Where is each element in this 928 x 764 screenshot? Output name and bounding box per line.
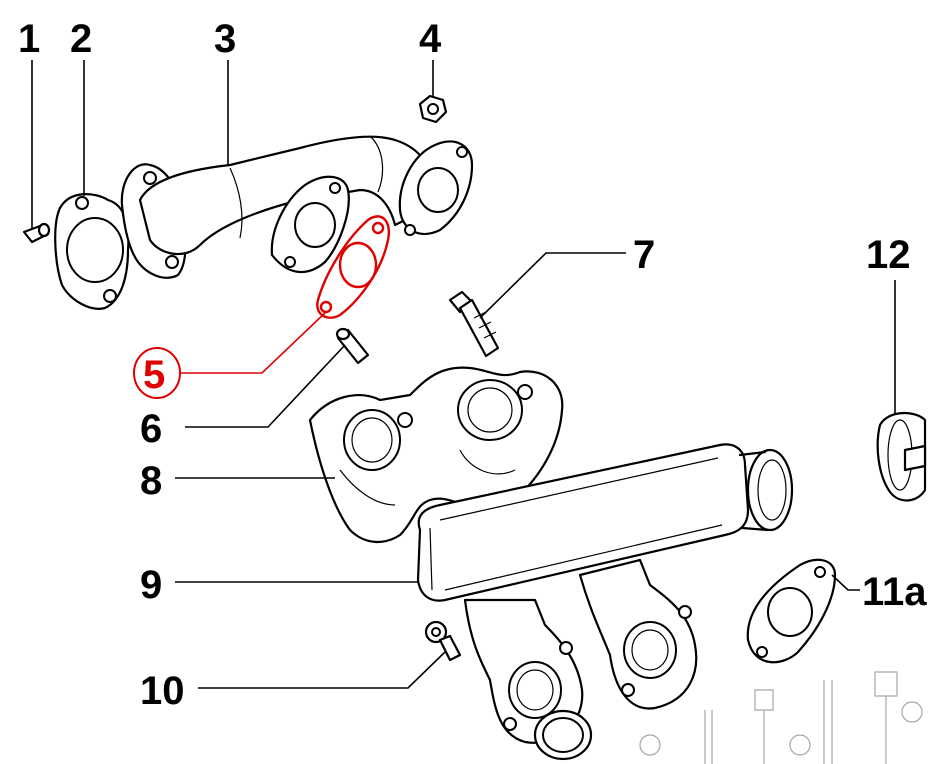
lower-manifold-outlets (463, 558, 698, 761)
callout-7: 7 (633, 233, 655, 277)
callout-11a: 11a (862, 570, 927, 614)
part-7-bolt[interactable] (448, 290, 500, 358)
part-6-dowel-pin[interactable] (335, 327, 370, 365)
callout-10: 10 (140, 669, 185, 713)
callout-12: 12 (866, 233, 911, 277)
leader-6 (185, 344, 346, 428)
callout-4: 4 (419, 17, 442, 61)
callout-8: 8 (140, 459, 162, 503)
part-2-flange-gasket[interactable] (54, 193, 130, 310)
leader-7 (479, 252, 626, 319)
callout-1: 1 (18, 17, 40, 61)
callout-9: 9 (140, 563, 162, 607)
callout-2: 2 (70, 17, 92, 61)
part-10-bolt[interactable] (424, 620, 462, 662)
part-3-exhaust-pipe[interactable] (120, 135, 474, 279)
leader-10 (198, 651, 446, 689)
part-12-clamp-ring[interactable] (876, 412, 927, 502)
callout-6: 6 (140, 407, 162, 451)
callout-5: 5 (143, 353, 165, 397)
part-4-nut[interactable] (418, 94, 448, 124)
callout-5-ring (133, 347, 181, 399)
part-11a-flange-gasket[interactable] (746, 558, 837, 664)
background-fasteners (639, 671, 923, 764)
part-1-pin[interactable] (22, 222, 51, 244)
leader-11a (831, 574, 860, 591)
part-9-cooler-tube[interactable] (416, 443, 794, 602)
callout-3: 3 (214, 17, 236, 61)
leader-5 (180, 311, 327, 374)
